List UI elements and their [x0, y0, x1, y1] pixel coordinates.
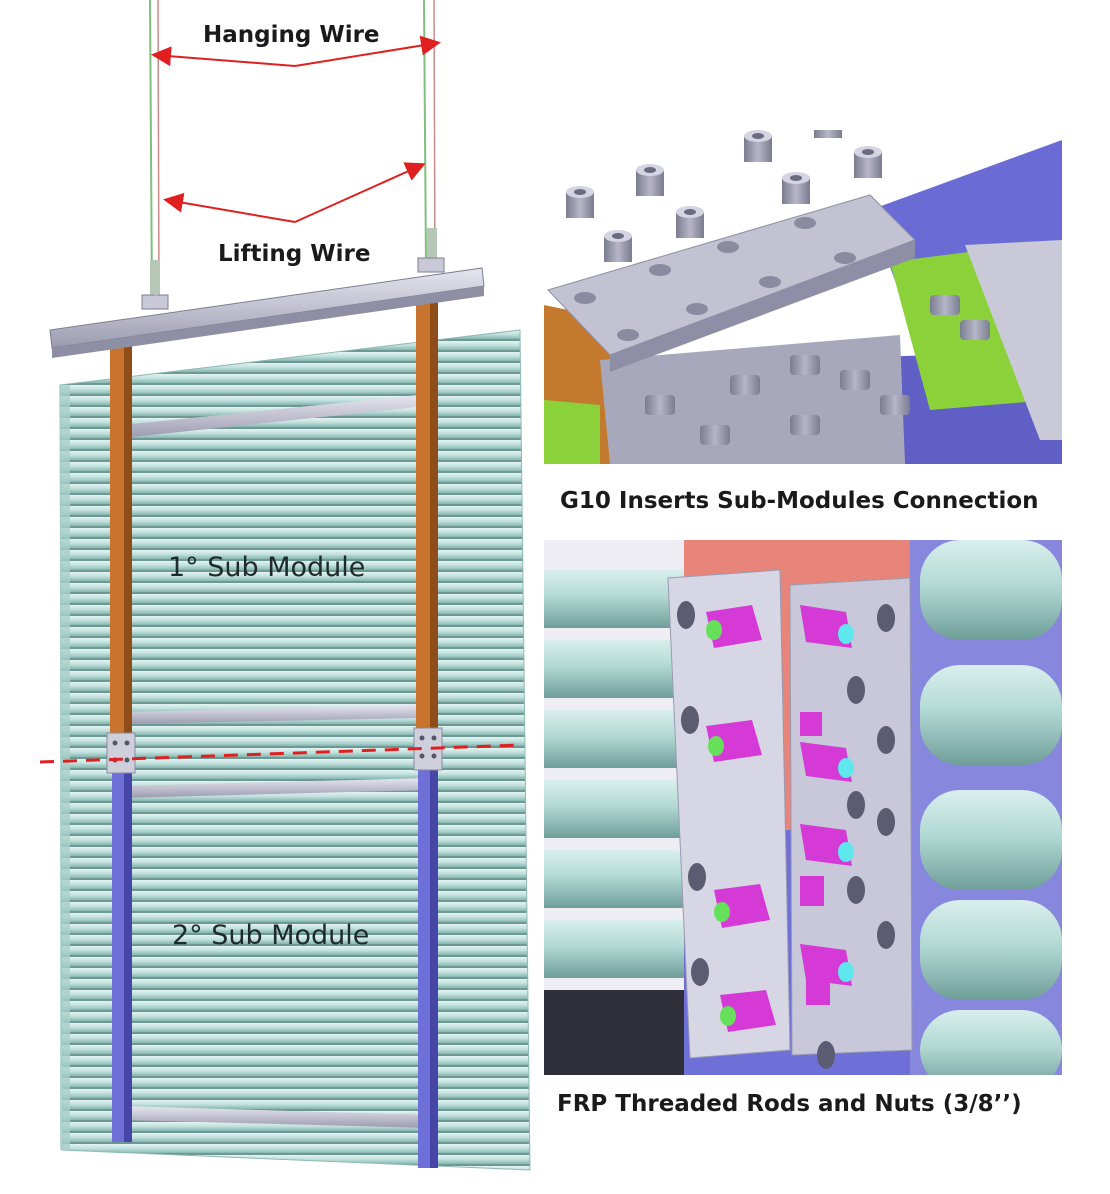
g10-insert-icon: [566, 130, 882, 262]
g10-insert-panel: [544, 130, 1062, 464]
annotation-arrows: [151, 35, 441, 223]
hanging-wire-label: Hanging Wire: [203, 22, 380, 48]
frp-caption: FRP Threaded Rods and Nuts (3/8’’): [557, 1091, 1022, 1117]
lifting-wire-label: Lifting Wire: [218, 241, 371, 267]
g10-caption: G10 Inserts Sub-Modules Connection: [560, 488, 1039, 514]
module-frame-icon: [49, 0, 531, 1171]
frp-nut-icon: [706, 605, 854, 1032]
sub-module-1-label: 1° Sub Module: [168, 552, 366, 583]
sub-module-2-label: 2° Sub Module: [172, 920, 370, 951]
separation-line: [39, 743, 523, 764]
frp-connection-panel: [544, 540, 1062, 1075]
